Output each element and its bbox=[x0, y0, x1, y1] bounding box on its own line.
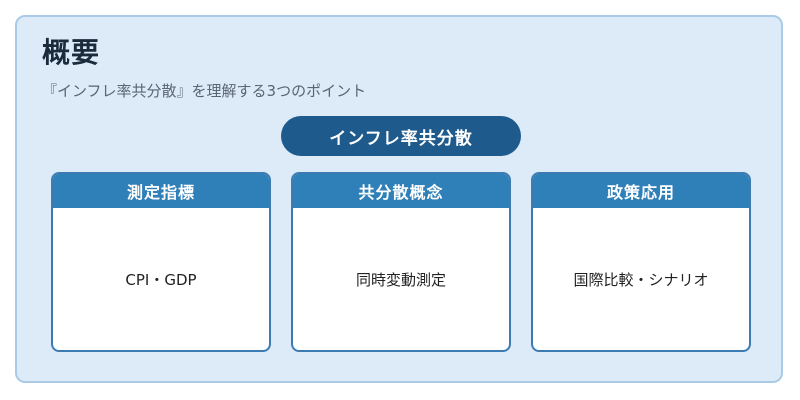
panel-title: 概要 bbox=[42, 36, 101, 69]
card-policy-application: 政策応用 国際比較・シナリオ bbox=[531, 172, 751, 352]
card-covariance-concept: 共分散概念 同時変動測定 bbox=[291, 172, 511, 352]
card-header: 共分散概念 bbox=[293, 174, 509, 208]
center-topic-pill: インフレ率共分散 bbox=[281, 116, 521, 156]
card-measurement-indicators: 測定指標 CPI・GDP bbox=[51, 172, 271, 352]
card-body: CPI・GDP bbox=[125, 270, 197, 289]
card-header: 測定指標 bbox=[53, 174, 269, 208]
card-body: 国際比較・シナリオ bbox=[573, 270, 709, 289]
panel-subtitle: 『インフレ率共分散』を理解する3つのポイント bbox=[42, 82, 367, 100]
card-body: 同時変動測定 bbox=[355, 270, 446, 289]
card-header: 政策応用 bbox=[533, 174, 749, 208]
overview-panel: 概要 『インフレ率共分散』を理解する3つのポイント インフレ率共分散 測定指標 … bbox=[15, 15, 783, 383]
